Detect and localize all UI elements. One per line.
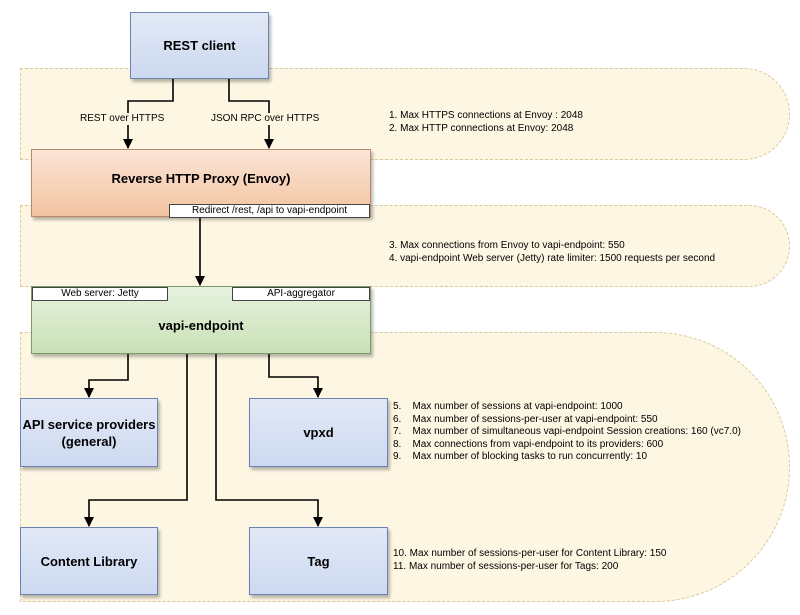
edge-label-rest-over-https: REST over HTTPS bbox=[80, 113, 165, 125]
note-item: 5. Max number of sessions at vapi-endpoi… bbox=[393, 401, 623, 412]
edge-vapi-to-tag bbox=[215, 354, 323, 527]
note-item: 8. Max connections from vapi-endpoint to… bbox=[393, 438, 664, 450]
vapi-endpoint-label: vapi-endpoint bbox=[158, 317, 244, 333]
note-item: 1. Max HTTPS connections at Envoy : 2048 bbox=[389, 110, 583, 121]
note-item: 9. Max number of blocking tasks to run c… bbox=[393, 451, 648, 462]
note-item: 4. vapi-endpoint Web server (Jetty) rate… bbox=[389, 252, 716, 264]
vpxd-label: vpxd bbox=[303, 425, 334, 440]
content-library-label: Content Library bbox=[40, 553, 138, 569]
vapi-webserver-tag: Web server: Jetty bbox=[32, 287, 168, 301]
rest-client-node: REST client bbox=[130, 12, 269, 79]
reverse-proxy-label: Reverse HTTP Proxy (Envoy) bbox=[111, 170, 291, 186]
note-item: 7. Max number of simultaneous vapi-endpo… bbox=[393, 426, 741, 437]
content-tag-limits-notes: 10. Max number of sessions-per-user for … bbox=[393, 548, 666, 573]
api-service-providers-node: API service providers (general) bbox=[20, 398, 158, 467]
tag-label: Tag bbox=[307, 553, 330, 569]
envoy-limits-notes: 1. Max HTTPS connections at Envoy : 2048… bbox=[389, 110, 583, 135]
api-service-providers-label: API service providers bbox=[22, 416, 156, 432]
band-vapi-limits bbox=[20, 205, 790, 287]
edge-vapi-to-content-library bbox=[84, 354, 188, 527]
api-service-providers-sublabel: (general) bbox=[61, 433, 117, 449]
edge-vapi-to-api-providers bbox=[84, 354, 129, 398]
edge-label-jsonrpc-over-https: JSON RPC over HTTPS bbox=[211, 113, 320, 125]
vpxd-node: vpxd bbox=[249, 398, 388, 467]
note-item: 6. Max number of sessions-per-user at va… bbox=[393, 413, 658, 425]
note-item: 2. Max HTTP connections at Envoy: 2048 bbox=[389, 122, 574, 134]
provider-limits-notes: 5. Max number of sessions at vapi-endpoi… bbox=[393, 401, 741, 464]
note-item: 11. Max number of sessions-per-user for … bbox=[393, 560, 619, 572]
tag-node: Tag bbox=[249, 527, 388, 595]
rest-client-label: REST client bbox=[163, 38, 236, 53]
note-item: 3. Max connections from Envoy to vapi-en… bbox=[389, 240, 625, 251]
note-item: 10. Max number of sessions-per-user for … bbox=[393, 548, 667, 559]
vapi-aggregator-tag: API-aggregator bbox=[232, 287, 370, 301]
vapi-limits-notes: 3. Max connections from Envoy to vapi-en… bbox=[389, 240, 715, 265]
content-library-node: Content Library bbox=[20, 527, 158, 595]
edge-vapi-to-vpxd bbox=[268, 354, 323, 398]
proxy-redirect-tag: Redirect /rest, /api to vapi-endpoint bbox=[169, 204, 370, 218]
